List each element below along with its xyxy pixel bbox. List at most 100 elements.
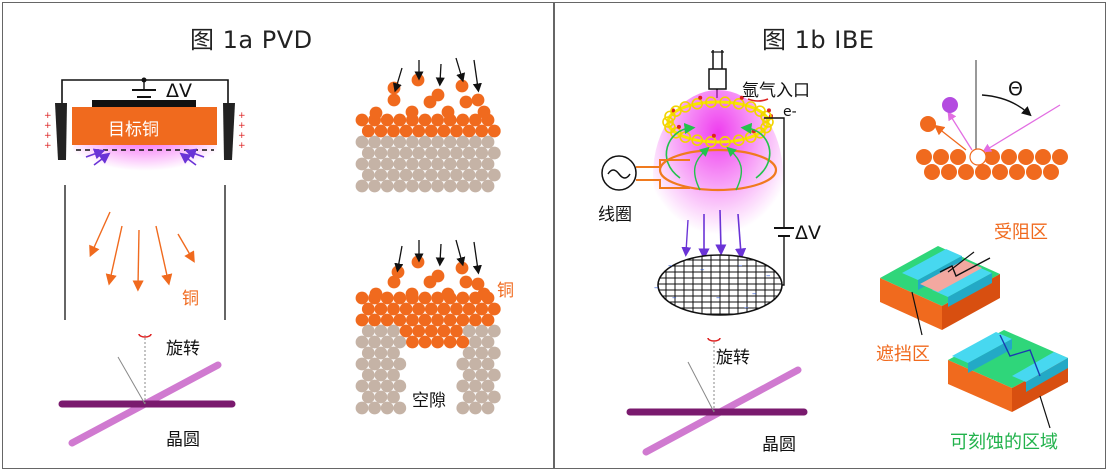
charge-mark: – [700,265,705,275]
substrate-atom [462,146,476,160]
copper-atom [462,302,476,316]
copper-atom [456,291,470,305]
copper-atom [393,313,407,327]
copper-atom [441,105,455,119]
argon-dot [739,95,744,100]
substrate-atom [450,146,463,160]
substrate-atom [456,357,470,371]
wafer-label-b: 晶圆 [762,435,796,455]
copper-atom [424,302,438,316]
substrate-atom [462,368,476,382]
substrate-atom [387,368,400,382]
substrate-atom [380,179,394,193]
copper-atom [481,313,495,327]
wafer-label-a: 晶圆 [166,430,200,450]
copper-atom [387,81,401,95]
copper-atom [431,269,445,283]
svg-text:+: + [44,111,52,121]
substrate-atom [469,379,482,393]
substrate-atom [481,157,495,171]
filament-loop [762,116,774,128]
filament-loop [719,135,731,148]
filament-loop [691,134,704,146]
copper-atom [418,113,432,127]
substrate-atom [418,179,432,193]
substrate-atom [469,357,482,371]
copper-atom [455,79,469,93]
copper-atom [992,164,1008,180]
substrate-atom [355,135,369,149]
substrate-atom [393,379,407,393]
charge-mark: – [738,261,743,271]
substrate-atom [368,401,381,415]
copper-atom [1018,149,1034,165]
substrate-atom [475,146,489,160]
substrate-atom [487,368,501,382]
argon-dot [766,108,771,113]
copper-atom [406,313,419,327]
substrate-atom [475,390,489,404]
filament-loop [670,105,682,117]
copper-atom [950,149,966,165]
copper-atom [431,113,444,127]
substrate-atom [380,135,394,149]
substrate-atom [443,179,457,193]
substrate-atom [456,135,470,149]
substrate-atom [387,346,400,360]
copper-atom [418,313,432,327]
substrate-atom [355,157,369,171]
copper-atom [411,73,425,87]
substrate-atom [475,346,489,360]
copper-atom [469,113,482,127]
copper-atom [924,164,940,180]
substrate-atom [431,179,444,193]
substrate-atom [380,357,394,371]
substrate-atom [374,346,388,360]
trench-block-etchable [948,330,1068,412]
substrate-atom [393,179,407,193]
copper-atom [405,105,419,119]
copper-atom [405,287,419,301]
substrate-atom [368,135,381,149]
copper-atom [412,302,426,316]
blocked-region-label: 受阻区 [994,222,1048,243]
argon-dot [698,95,703,100]
copper-atom [418,335,432,349]
copper-atom [374,124,388,138]
copper-atom [393,113,407,127]
copper-atom [437,324,451,338]
substrate-atom [406,179,419,193]
substrate-atom [387,390,400,404]
substrate-atom [481,357,495,371]
substrate-atom [374,324,388,338]
substrate-atom [469,335,482,349]
substrate-atom [450,168,463,182]
substrate-atom [355,335,369,349]
substrate-atom [355,179,369,193]
copper-atom [368,313,381,327]
copper-atom [431,88,445,102]
substrate-atom [462,324,476,338]
substrate-atom [361,168,375,182]
copper-atom [456,313,470,327]
substrate-atom [380,157,394,171]
substrate-atom [380,335,394,349]
copper-atom [361,302,375,316]
substrate-atom [475,324,489,338]
substrate-atom [399,168,413,182]
copper-atom [424,124,438,138]
panel-a-title: 图 1a PVD [190,26,313,54]
copper-atom [387,275,401,289]
substrate-atom [418,157,432,171]
substrate-atom [361,324,375,338]
substrate-atom [456,179,470,193]
substrate-atom [361,146,375,160]
copper-atom [387,93,401,107]
panel-b-title: 图 1b IBE [762,26,875,54]
substrate-atom [443,157,457,171]
filament-loop [691,98,704,110]
electron-label: e- [783,104,797,120]
copper-atom [369,287,383,301]
copper-atom [456,113,470,127]
substrate-atom [431,157,444,171]
